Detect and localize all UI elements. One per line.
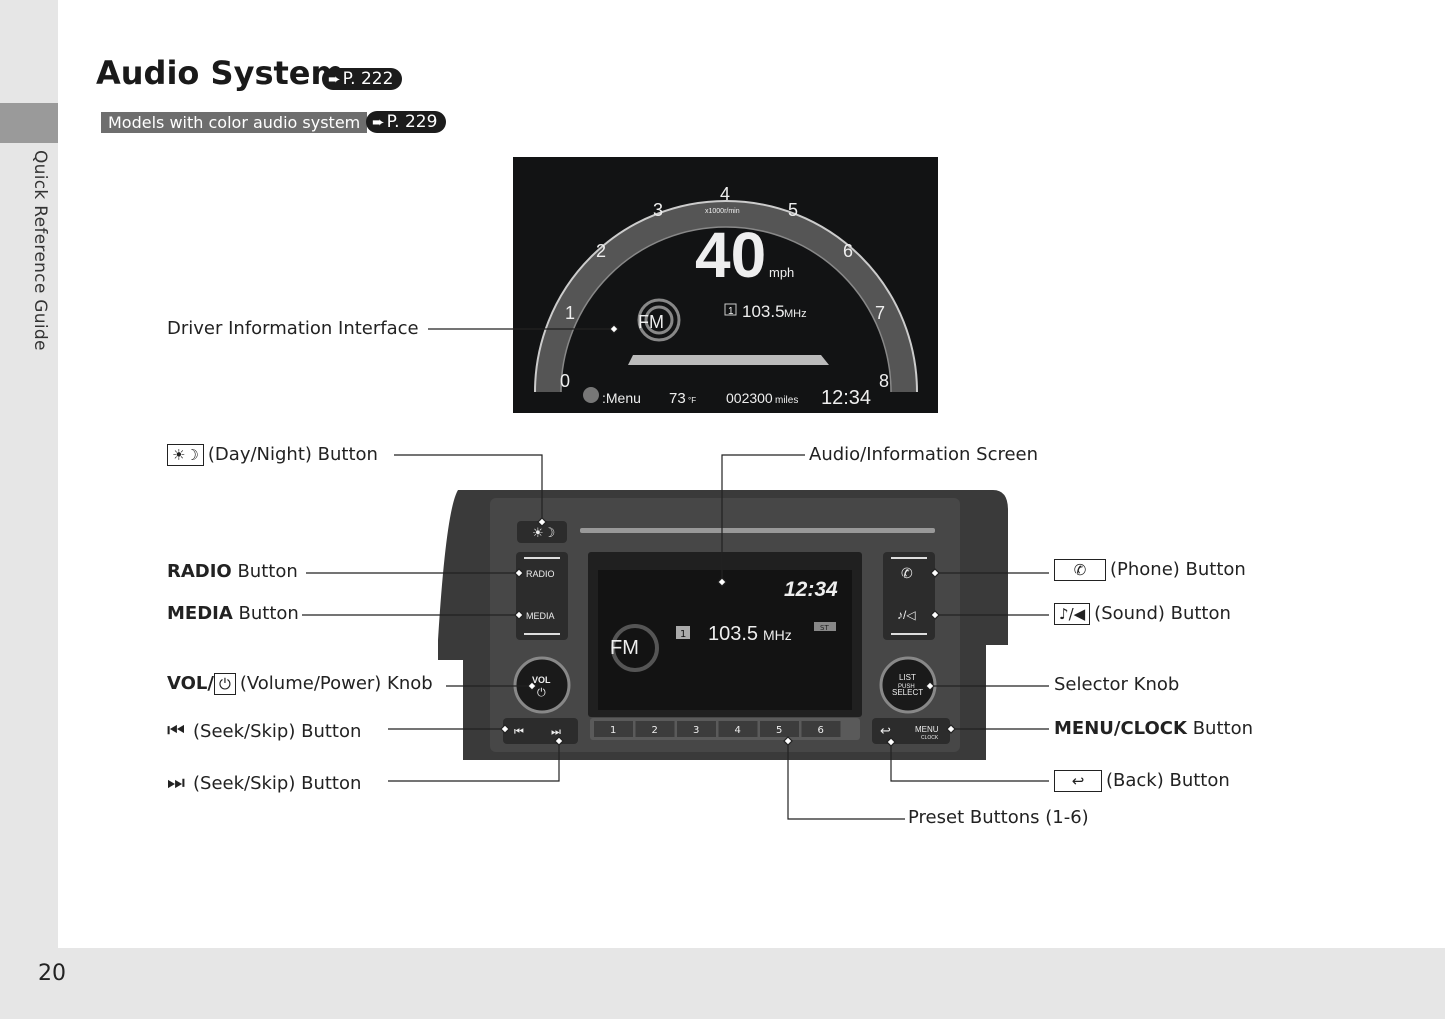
callout-volume-knob: VOL/⏻(Volume/Power) Knob	[167, 673, 433, 695]
menu-hint: :Menu	[602, 390, 641, 406]
media-button: MEDIA	[526, 611, 555, 621]
rpm-unit: x1000r/min	[705, 208, 740, 215]
rpm-tick: 0	[560, 371, 570, 391]
rpm-tick: 6	[843, 241, 853, 261]
seek-forward-button: ⏭	[551, 726, 561, 738]
preset-button[interactable]	[801, 721, 841, 737]
callout-audio-screen: Audio/Information Screen	[809, 444, 1039, 465]
selector-knob[interactable]	[879, 656, 937, 714]
models-note: Models with color audio system	[101, 112, 368, 133]
ref-text: P. 229	[386, 112, 438, 132]
callout-preset-buttons: Preset Buttons (1-6)	[908, 807, 1089, 828]
seek-forward-icon: ⏭	[167, 770, 185, 794]
preset-button[interactable]	[594, 721, 633, 737]
phone-icon: ✆	[1054, 559, 1106, 581]
page-title: Audio System	[96, 54, 344, 92]
rpm-tick: 8	[879, 371, 889, 391]
preset-label: 2	[652, 725, 658, 736]
page-number: 20	[38, 961, 66, 986]
callout-sound-button: ♪/◀(Sound) Button	[1054, 603, 1231, 625]
frequency: 103.5	[742, 302, 785, 321]
list-label: LIST	[899, 673, 916, 682]
odometer: 002300	[726, 390, 773, 406]
sound-icon: ♪/◀	[1054, 603, 1091, 625]
arrow-right-icon: ➨	[328, 70, 341, 88]
preset-label: 4	[735, 725, 741, 736]
clock-label: CLOCK	[921, 735, 939, 741]
screen-band: FM	[610, 637, 639, 659]
callout-media-button: MEDIA Button	[167, 603, 299, 624]
seek-back-icon: ⏮	[167, 718, 185, 742]
preset-label: 6	[818, 725, 824, 736]
push-label: PUSH	[898, 684, 915, 690]
rpm-tick: 4	[720, 184, 730, 204]
footer-left	[0, 948, 58, 1019]
back-icon: ↩	[880, 723, 891, 738]
day-night-icon: ☀☽	[167, 444, 204, 466]
preset: 1	[728, 306, 734, 317]
callout-menu-clock: MENU/CLOCK Button	[1054, 718, 1253, 739]
clock: 12:34	[821, 387, 871, 409]
speed: 40	[695, 219, 766, 291]
rpm-tick: 7	[875, 303, 885, 323]
driver-information-interface-image: 0 1 2 3 4 5 6 7 8 x1000r/min 40 mph FM 1…	[513, 157, 938, 413]
callout-phone-button: ✆(Phone) Button	[1054, 559, 1246, 581]
seek-back-button: ⏮	[514, 726, 524, 738]
sidebar	[0, 0, 58, 948]
audio-head-unit-image: ☀☽ RADIO MEDIA ✆ ♪/◁ 12:34 FM 1 103.5 MH…	[438, 490, 1013, 762]
rpm-tick: 5	[788, 200, 798, 220]
select-label: SELECT	[892, 688, 923, 697]
svg-text:⏻: ⏻	[537, 687, 546, 699]
vol-label: VOL	[532, 675, 551, 685]
sidebar-tab	[0, 103, 58, 143]
callout-back-button: ↩(Back) Button	[1054, 770, 1230, 792]
svg-text:☀☽: ☀☽	[532, 525, 555, 540]
preset-label: 5	[776, 725, 782, 736]
preset-button[interactable]	[635, 721, 675, 737]
ref-text: P. 222	[342, 69, 394, 89]
menu-label: MENU	[915, 725, 939, 734]
temp-unit: °F	[688, 396, 696, 405]
callout-selector-knob: Selector Knob	[1054, 674, 1180, 695]
screen-freq-unit: MHz	[763, 627, 792, 643]
preset-button[interactable]	[760, 721, 799, 737]
outside-temp: 73	[669, 390, 686, 407]
freq-unit: MHz	[784, 308, 807, 320]
callout-seek-forward: ⏭(Seek/Skip) Button	[167, 770, 362, 794]
screen-frequency: 103.5	[708, 623, 758, 645]
rpm-tick: 3	[653, 200, 663, 220]
callout-seek-back: ⏮(Seek/Skip) Button	[167, 718, 362, 742]
rpm-tick: 1	[565, 303, 575, 323]
page-reference-link[interactable]: ➨P. 229	[366, 111, 447, 133]
sound-icon: ♪/◁	[897, 608, 916, 622]
preset-label: 1	[610, 725, 616, 736]
band-icon: FM	[638, 312, 664, 332]
rpm-tick: 2	[596, 241, 606, 261]
day-night-button[interactable]	[517, 521, 567, 543]
callout-day-night-button: ☀☽(Day/Night) Button	[167, 444, 378, 466]
arrow-right-icon: ➨	[372, 113, 385, 131]
preset-button[interactable]	[677, 721, 716, 737]
section-label: Quick Reference Guide	[30, 150, 50, 351]
preset-label: 3	[693, 725, 699, 736]
callout-radio-button: RADIO Button	[167, 561, 298, 582]
stereo-indicator: ST	[820, 624, 829, 632]
radio-button: RADIO	[526, 569, 555, 579]
volume-power-knob[interactable]	[513, 656, 571, 714]
odometer-unit: miles	[775, 395, 798, 406]
page-reference-link[interactable]: ➨P. 222	[322, 68, 403, 90]
phone-icon: ✆	[901, 565, 913, 581]
callout-driver-information-interface: Driver Information Interface	[167, 318, 419, 339]
speed-unit: mph	[769, 265, 794, 280]
footer	[58, 948, 1445, 1019]
back-icon: ↩	[1054, 770, 1102, 792]
screen-preset: 1	[680, 629, 686, 640]
screen-clock: 12:34	[784, 578, 838, 601]
power-icon: ⏻	[213, 673, 236, 695]
preset-button[interactable]	[718, 721, 758, 737]
